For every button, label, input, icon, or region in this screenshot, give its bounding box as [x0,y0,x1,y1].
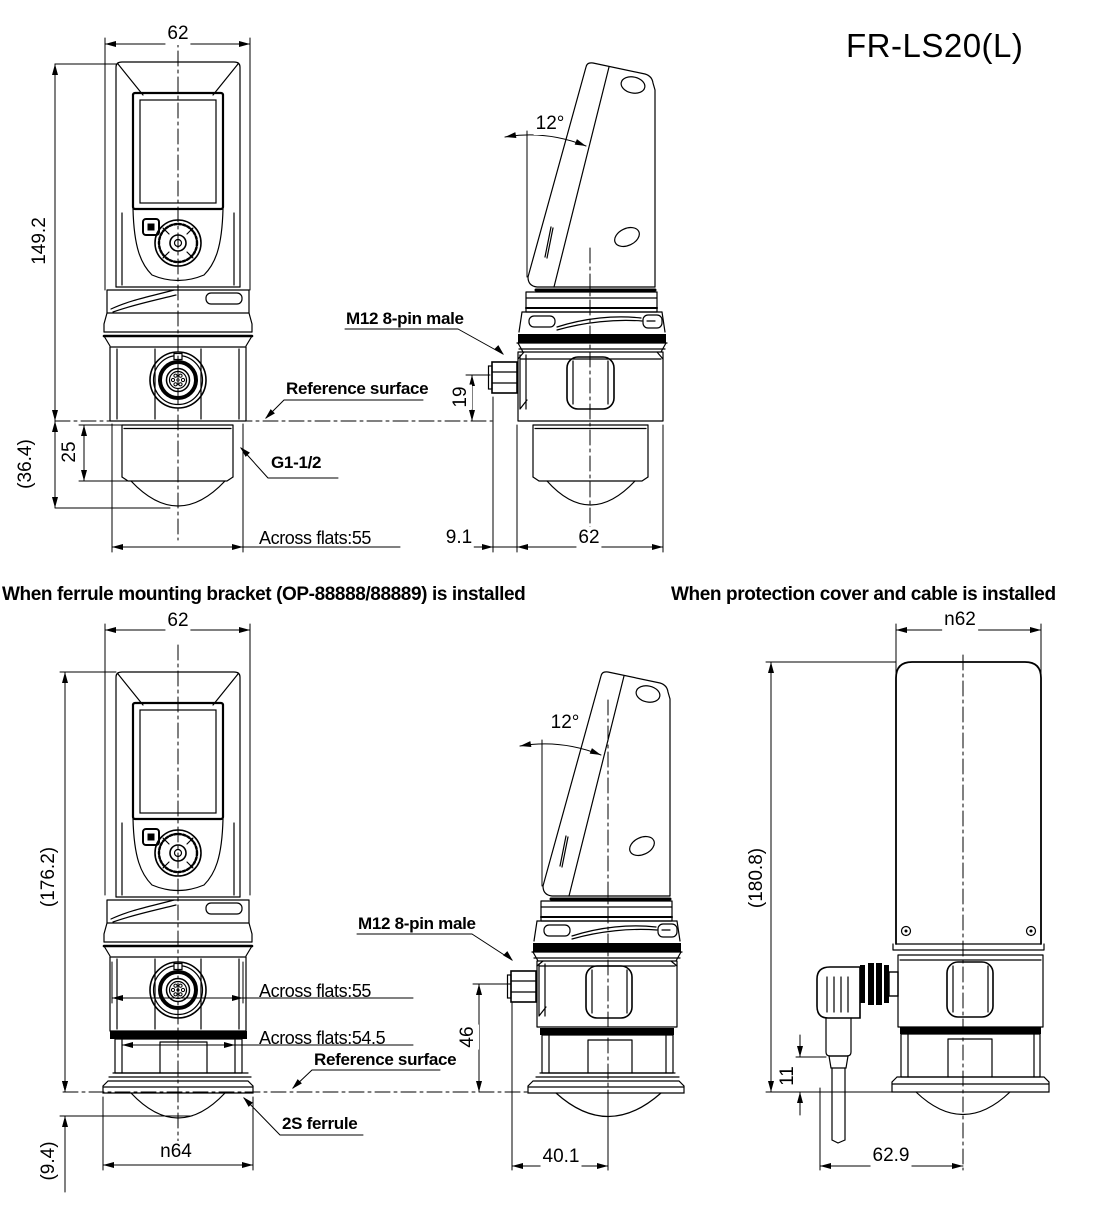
dim-top-front-height: 149.2 [29,215,51,267]
dim-bottom-front-across-flats-lower: Across flats:54.5 [259,1028,386,1048]
dim-bottom-front-ferrule-diameter: n64 [158,1141,194,1163]
label-thread-spec: G1-1/2 [271,453,322,472]
dim-bottom-front-width: 62 [165,610,191,632]
caption-protection-cover: When protection cover and cable is insta… [671,584,1056,605]
dim-top-side-angle: 12° [533,113,567,135]
dim-top-side-offset: 9.1 [443,527,475,549]
dim-top-front-across-flats: Across flats:55 [259,528,372,548]
dim-bottom-side-connector-height: 46 [457,1024,479,1050]
label-connector-top: M12 8-pin male [346,309,464,328]
dim-bottom-front-across-flats-upper: Across flats:55 [259,981,372,1001]
label-reference-surface-bottom: Reference surface [314,1050,457,1069]
dim-top-front-width: 62 [165,23,191,45]
dim-top-front-thread-length: 25 [59,439,81,465]
dim-top-side-width: 62 [576,527,602,549]
label-connector-bottom: M12 8-pin male [358,914,476,933]
dim-bottom-side-angle: 12° [548,712,582,734]
dim-cover-height: (180.8) [746,845,768,911]
caption-ferrule-bracket: When ferrule mounting bracket (OP-88888/… [2,584,526,605]
dim-cover-width: n62 [942,609,978,631]
dim-bottom-front-height: (176.2) [38,844,60,910]
dim-top-front-lens-section: (36.4) [15,437,37,491]
dim-bottom-side-offset: 40.1 [540,1146,582,1168]
label-ferrule-type: 2S ferrule [282,1114,358,1133]
dim-cover-cable-step: 11 [777,1064,799,1088]
dim-bottom-front-lens-protrusion: (9.4) [38,1139,60,1183]
dim-cover-cable-offset: 62.9 [870,1145,912,1167]
drawing-title: FR-LS20(L) [846,27,1024,64]
label-reference-surface-top: Reference surface [286,379,429,398]
dim-top-side-connector-height: 19 [450,384,472,410]
